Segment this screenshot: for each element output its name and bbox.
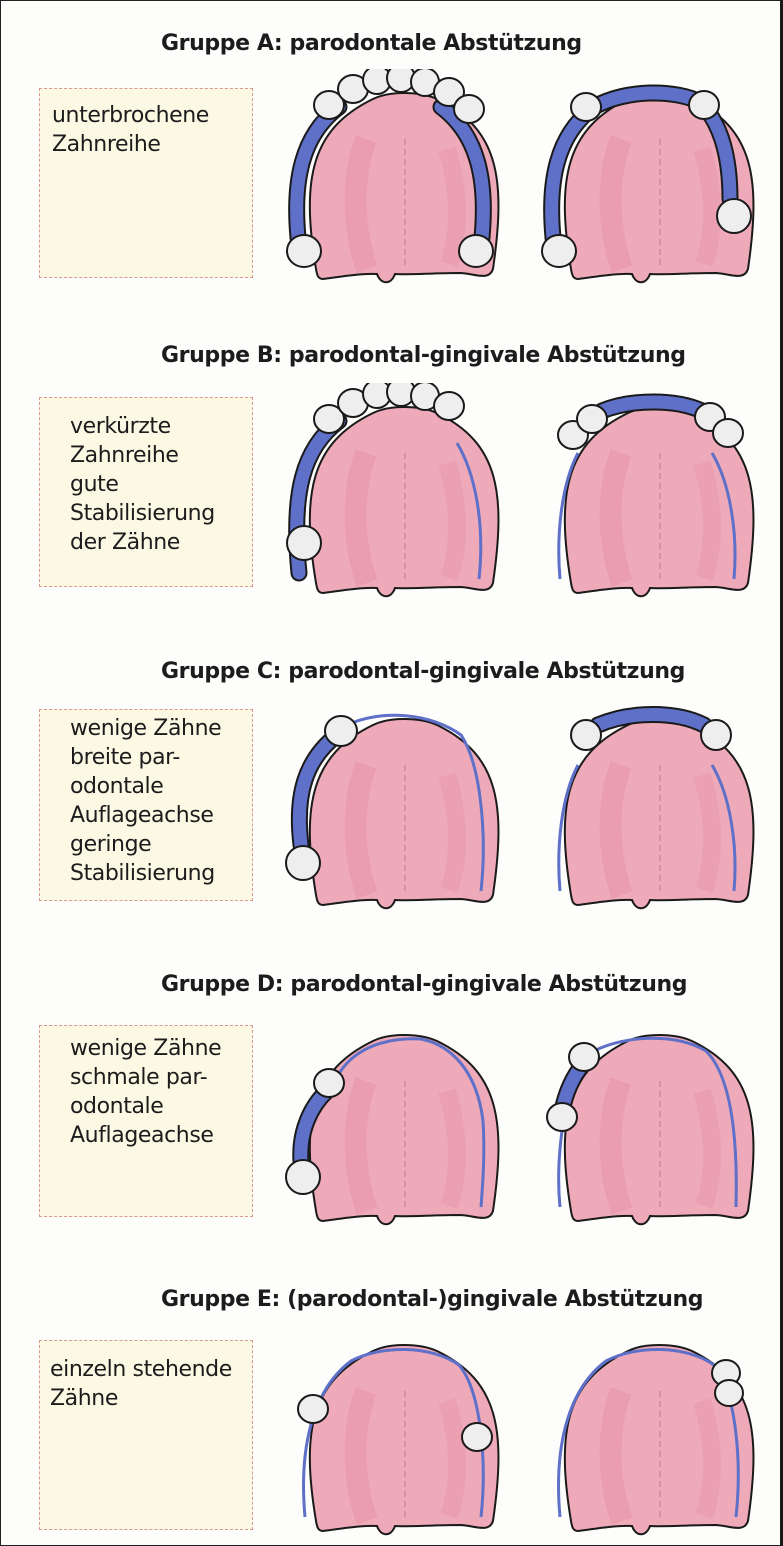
palate-shading (611, 1081, 622, 1211)
tooth (314, 1069, 344, 1097)
tooth (701, 720, 731, 750)
group-a-left-arch (287, 69, 498, 282)
note-line: Auflageachse (70, 1121, 252, 1150)
group-b-title: Gruppe B: parodontal-gingivale Abstützun… (161, 343, 771, 368)
tooth (542, 235, 576, 267)
tooth (325, 716, 357, 746)
palate-shading (447, 149, 457, 264)
palate-shading (702, 1401, 712, 1516)
palate-shading (356, 765, 367, 895)
group-d-note: wenige Zähne schmale par- odontale Aufla… (39, 1025, 253, 1217)
palate-shading (356, 1391, 367, 1521)
palate-shading (611, 765, 622, 895)
tooth (547, 1103, 577, 1131)
group-d-title: Gruppe D: parodontal-gingivale Abstützun… (161, 972, 771, 997)
group-b-left-arch (287, 383, 498, 596)
palate-shading (611, 139, 622, 269)
note-line: wenige Zähne (70, 714, 252, 743)
palate-shape (310, 1035, 499, 1224)
tooth (459, 235, 493, 267)
note-line: schmale par- (70, 1063, 252, 1092)
tooth (287, 526, 321, 560)
group-e-diagrams (271, 1321, 781, 1543)
palate-shading (702, 463, 712, 578)
palate-shading (611, 1391, 622, 1521)
tooth (462, 1423, 492, 1451)
palate-shading (356, 1081, 367, 1211)
note-line: wenige Zähne (70, 1034, 252, 1063)
group-e-left-arch (298, 1345, 498, 1534)
palatal-bar (559, 1131, 562, 1207)
note-line: Zahnreihe (70, 441, 252, 470)
note-line: einzeln stehende (50, 1355, 252, 1384)
group-e-right-arch (559, 1345, 754, 1534)
tooth (715, 1380, 743, 1406)
note-line: Zähne (50, 1384, 252, 1413)
palate-shading (356, 139, 367, 269)
palate-shading (611, 453, 622, 583)
palate-shading (447, 1091, 457, 1206)
note-line: Stabilisierung (70, 859, 252, 888)
note-line: der Zähne (70, 528, 252, 557)
tooth (434, 392, 464, 420)
group-b-diagrams (271, 383, 781, 605)
group-a-title: Gruppe A: parodontale Abstützung (161, 31, 771, 56)
note-line: unterbrochene (52, 101, 252, 130)
tooth (713, 419, 743, 447)
group-a-note: unterbrochene Zahnreihe (39, 88, 253, 278)
note-line: verkürzte (70, 412, 252, 441)
group-d-diagrams (271, 1011, 781, 1233)
group-d-left-arch (286, 1035, 498, 1224)
group-a-right-arch (542, 91, 753, 282)
group-a-diagrams (271, 69, 781, 291)
group-d-right-arch (547, 1035, 753, 1224)
note-line: Stabilisierung (70, 499, 252, 528)
palate-shape (310, 719, 499, 908)
palate-shading (356, 453, 367, 583)
palate-shading (447, 775, 457, 890)
tooth (287, 235, 321, 267)
tooth (577, 405, 607, 433)
tooth (286, 1160, 320, 1194)
group-c-note: wenige Zähne breite par- odontale Auflag… (39, 709, 253, 901)
note-line: Auflageachse (70, 801, 252, 830)
note-line: odontale (70, 772, 252, 801)
tooth (689, 91, 719, 119)
group-b-right-arch (558, 402, 753, 596)
palate-shading (702, 149, 712, 264)
tooth (454, 95, 484, 123)
palate-shading (447, 463, 457, 578)
note-line: Zahnreihe (52, 130, 252, 159)
group-c-left-arch (286, 715, 498, 908)
tooth (286, 846, 320, 880)
group-e-note: einzeln stehende Zähne (39, 1340, 253, 1530)
note-line: odontale (70, 1092, 252, 1121)
tooth (298, 1395, 328, 1423)
group-c-diagrams (271, 695, 781, 917)
tooth (569, 1043, 599, 1071)
tooth (571, 720, 601, 750)
palate-shading (447, 1401, 457, 1516)
tooth (717, 199, 751, 233)
palate-shape (310, 407, 499, 596)
group-c-right-arch (559, 715, 754, 909)
tooth (571, 93, 601, 121)
group-e-title: Gruppe E: (parodontal-)gingivale Abstütz… (161, 1287, 771, 1312)
note-line: breite par- (70, 743, 252, 772)
group-b-note: verkürzte Zahnreihe gute Stabilisierung … (39, 397, 253, 587)
palate-shading (702, 775, 712, 890)
group-c-title: Gruppe C: parodontal-gingivale Abstützun… (161, 659, 771, 684)
note-line: geringe (70, 830, 252, 859)
note-line: gute (70, 470, 252, 499)
palate-shading (702, 1091, 712, 1206)
